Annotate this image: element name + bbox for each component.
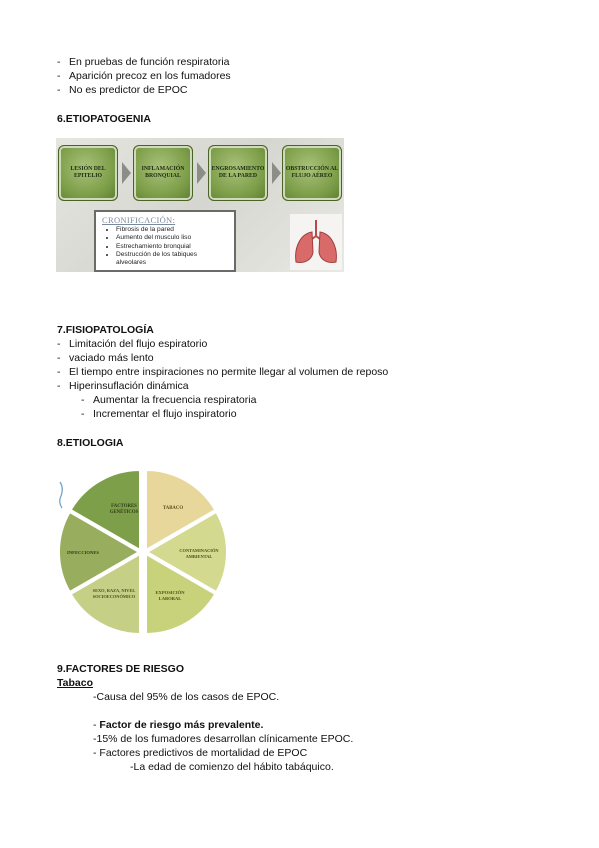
paragraph-line: -La edad de comienzo del hábito tabáquic… <box>130 761 334 773</box>
etiopatogenia-diagram: LESIÓN DEL EPITELIO INFLAMACIÓN BRONQUIA… <box>56 138 344 272</box>
segment-label-exposicion: EXPOSICIÓN LABORAL <box>155 590 185 601</box>
list-item: -Hiperinsuflación dinámica <box>57 380 189 392</box>
step-box-inflamacion: INFLAMACIÓN BRONQUIAL <box>133 145 193 201</box>
list-item-text: El tiempo entre inspiraciones no permite… <box>69 366 389 378</box>
section-heading-fisiopatologia: 7.FISIOPATOLOGÍA <box>57 324 154 336</box>
line-prefix: - <box>93 719 100 731</box>
paragraph-line: - Factor de riesgo más prevalente. <box>93 719 263 732</box>
cronificacion-title: CRONIFICACIÓN: <box>102 215 176 225</box>
cronificacion-list: Fibrosis de la pared Aumento del musculo… <box>116 226 228 267</box>
wheel-segment-tabaco <box>145 468 217 552</box>
wheel-segment-factores-geneticos <box>69 468 141 552</box>
segment-label-infecciones: INFECCIONES <box>67 550 99 555</box>
lungs-icon <box>290 214 342 270</box>
list-item-text: Hiperinsuflación dinámica <box>69 380 189 392</box>
sub-list-item-text: Aumentar la frecuencia respiratoria <box>93 394 257 406</box>
sub-list-item-text: Incrementar el flujo inspiratorio <box>93 408 237 420</box>
paragraph-line: -Causa del 95% de los casos de EPOC. <box>93 691 280 703</box>
segment-label-factores-geneticos: FACTORES GENÉTICOS <box>109 504 139 515</box>
paragraph-line: - Factores predictivos de mortalidad de … <box>93 747 308 759</box>
section-heading-factores-riesgo: 9.FACTORES DE RIESGO <box>57 663 184 675</box>
bold-text: Factor de riesgo más prevalente. <box>99 719 264 731</box>
list-item-text: Limitación del flujo espiratorio <box>69 338 208 350</box>
list-item: -Limitación del flujo espiratorio <box>57 338 208 350</box>
decorative-stroke <box>59 481 63 509</box>
list-item: -Aparición precoz en los fumadores <box>57 70 231 82</box>
list-item: -vaciado más lento <box>57 352 154 364</box>
arrow-right-icon <box>272 162 281 184</box>
arrow-right-icon <box>197 162 206 184</box>
cronificacion-item: Destrucción de los tabiques alveolares <box>116 251 228 268</box>
segment-label-tabaco: TABACO <box>162 506 184 511</box>
list-item-text: No es predictor de EPOC <box>69 84 188 96</box>
list-item: -El tiempo entre inspiraciones no permit… <box>57 366 389 378</box>
wheel-segment-contaminacion <box>144 510 229 594</box>
wheel-segment-sexo-raza <box>69 552 141 636</box>
list-item-text: Aparición precoz en los fumadores <box>69 70 231 82</box>
wheel-segment-exposicion <box>145 552 217 636</box>
arrow-right-icon <box>122 162 131 184</box>
cronificacion-item: Fibrosis de la pared <box>116 226 228 234</box>
sub-list-item: -Aumentar la frecuencia respiratoria <box>81 394 257 406</box>
paragraph-line: -15% de los fumadores desarrollan clínic… <box>93 733 354 745</box>
wheel-segment-infecciones <box>57 510 142 594</box>
list-item-text: vaciado más lento <box>69 352 154 364</box>
list-item: -En pruebas de función respiratoria <box>57 56 230 68</box>
cronificacion-item: Aumento del musculo liso <box>116 234 228 242</box>
cronificacion-item: Estrechamiento bronquial <box>116 243 228 251</box>
step-box-engrosamiento: ENGROSAMIENTO DE LA PARED <box>208 145 268 201</box>
segment-label-sexo-raza: SEXO, RAZA, NIVEL SOCIOECONÓMICO <box>92 588 136 599</box>
section-heading-etiopatogenia: 6.ETIOPATOGENIA <box>57 113 151 125</box>
section-heading-etiologia: 8.ETIOLOGIA <box>57 437 124 449</box>
subheading-tabaco: Tabaco <box>57 677 93 689</box>
cronificacion-box: CRONIFICACIÓN: Fibrosis de la pared Aume… <box>94 210 236 272</box>
segment-label-contaminacion: CONTAMINACIÓN AMBIENTAL <box>179 548 219 559</box>
step-box-obstruccion: OBSTRUCCIÓN AL FLUJO AÉREO <box>282 145 342 201</box>
list-item: -No es predictor de EPOC <box>57 84 188 96</box>
step-box-lesion: LESIÓN DEL EPITELIO <box>58 145 118 201</box>
etiologia-wheel-diagram: FACTORES GENÉTICOS TABACO CONTAMINACIÓN … <box>56 468 230 636</box>
sub-list-item: -Incrementar el flujo inspiratorio <box>81 408 237 420</box>
list-item-text: En pruebas de función respiratoria <box>69 56 230 68</box>
